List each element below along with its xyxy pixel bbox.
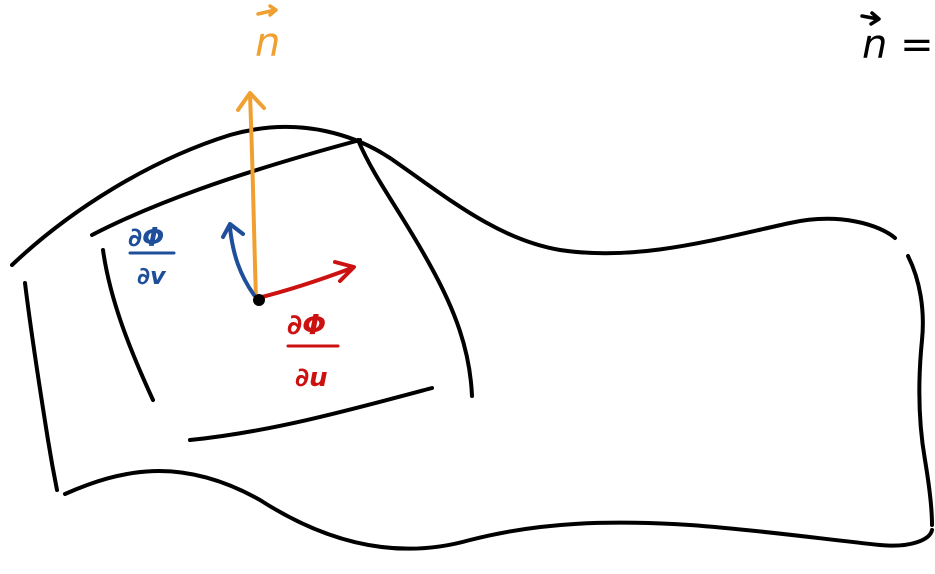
partial-u-arrowhead: [333, 260, 356, 283]
normal-vector-arrowhead: [236, 91, 266, 112]
patch-left-edge: [101, 248, 155, 402]
equation-fragment: n =: [860, 11, 934, 68]
base-point: [253, 294, 265, 306]
surface-bottom-edge: [63, 469, 934, 551]
partial-u-label-denominator: ∂u: [295, 363, 328, 393]
surface-right-edge: [906, 254, 934, 527]
patch-bottom-edge: [188, 386, 434, 442]
normal-label-text: n: [255, 20, 280, 66]
partial-u-shaft: [256, 266, 354, 300]
coordinate-patch: [90, 138, 474, 442]
partial-v-vector: [221, 222, 256, 297]
patch-top-edge: [90, 138, 362, 237]
partial-v-label-numerator: ∂Φ: [128, 223, 164, 253]
surface-top-edge: [10, 124, 897, 267]
partial-u-label: ∂Φ ∂u: [286, 308, 340, 393]
equation-fragment-text: n =: [862, 22, 934, 68]
partial-u-vector: [256, 260, 356, 300]
equation-n-arrow: [860, 11, 881, 26]
partial-v-arrowhead: [221, 222, 245, 239]
surface-left-edge: [23, 281, 59, 492]
partial-v-label-denominator: ∂v: [137, 262, 167, 290]
patch-right-edge: [356, 138, 474, 398]
partial-v-label: ∂Φ ∂v: [128, 223, 176, 290]
normal-label-arrow: [256, 4, 278, 17]
surface-outline: [10, 124, 934, 551]
normal-vector: [236, 91, 266, 300]
partial-v-shaft: [228, 226, 256, 297]
partial-u-label-numerator: ∂Φ: [287, 308, 326, 341]
normal-label: n: [255, 4, 280, 66]
normal-vector-shaft: [248, 93, 258, 300]
